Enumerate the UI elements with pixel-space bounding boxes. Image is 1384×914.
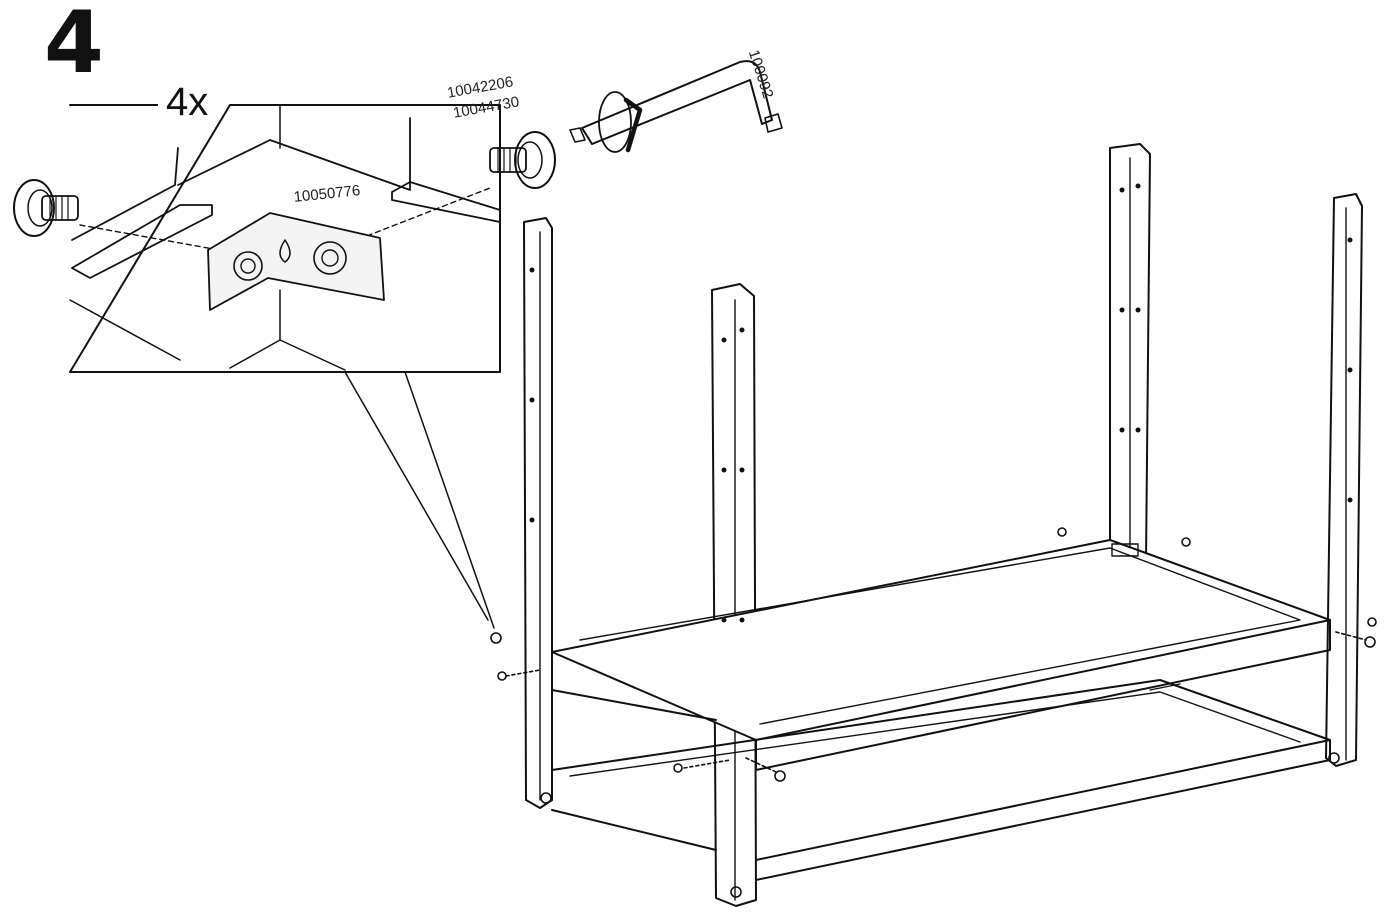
screw-icon xyxy=(13,179,79,237)
frame-corner-detail xyxy=(69,117,501,371)
leg-holes xyxy=(529,183,1353,623)
quantity-label: 4x xyxy=(158,82,217,122)
detail-callout xyxy=(69,104,501,629)
allen-key-icon xyxy=(569,60,783,153)
corner-bracket-icon xyxy=(207,212,385,311)
table-frame-icon xyxy=(523,143,1363,907)
joint-screws xyxy=(490,527,1377,898)
step-number: 4 xyxy=(44,0,104,93)
screw-icon xyxy=(489,131,556,189)
